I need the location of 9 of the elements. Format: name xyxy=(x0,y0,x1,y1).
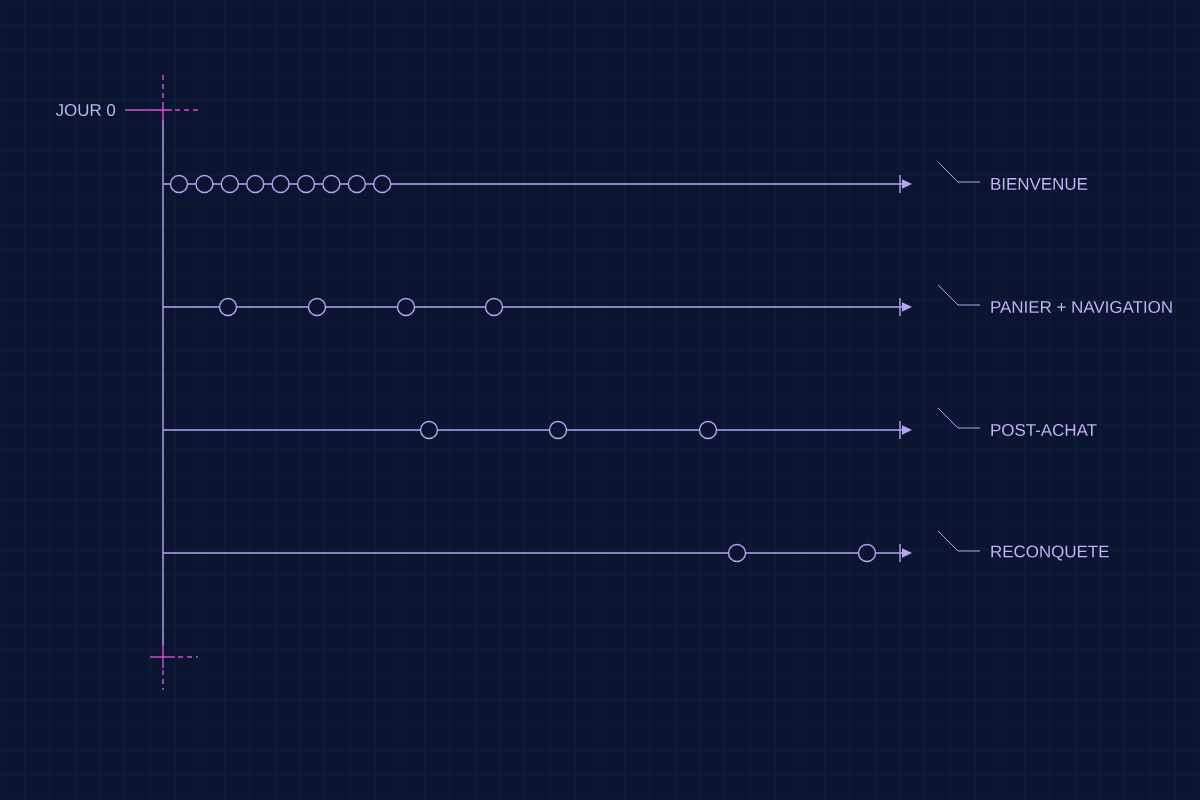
leader-line xyxy=(937,284,981,306)
lane-label: RECONQUETE xyxy=(991,545,1109,561)
lane-label: BIENVENUE xyxy=(991,178,1088,190)
lane-label: PANIER + NAVIGATION xyxy=(991,301,1172,313)
leader-line xyxy=(937,161,981,183)
lane-label: POST-ACHAT xyxy=(991,424,1097,436)
leader-line xyxy=(937,407,981,429)
axis-label: JOUR 0 xyxy=(55,104,116,116)
leader-line xyxy=(937,530,981,552)
